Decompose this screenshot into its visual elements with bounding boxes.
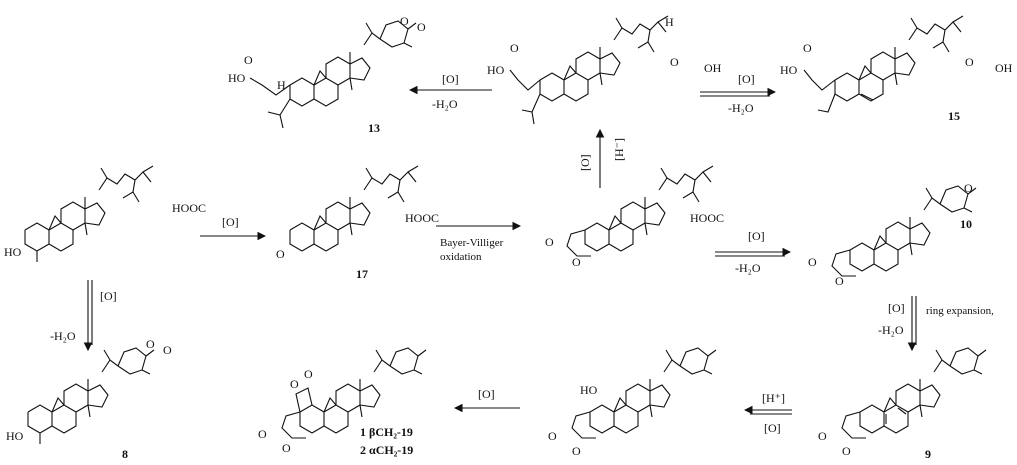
group-o-9a: O (818, 429, 827, 443)
group-o-8b: O (163, 343, 172, 357)
acid-oh-14: OH (704, 61, 722, 75)
label-ring-expansion: ring expansion, (926, 305, 994, 317)
arrow-to-15: [O] -H₂O (700, 72, 777, 115)
label-ox-12: [O] (478, 387, 495, 401)
group-o-10a: O (808, 255, 817, 269)
acid-o-14: O (510, 41, 519, 55)
group-ho-8: HO (6, 429, 24, 443)
acid-o-13: O (244, 53, 253, 67)
acid-ho-14: HO (487, 63, 505, 77)
group-o-8a: O (146, 337, 155, 351)
compound-hydroxy: HO O O (548, 347, 717, 458)
label-ox-8: [O] (100, 289, 117, 303)
arrow-to-9: [O] -H₂O ring expansion, (878, 296, 994, 352)
compound-start: HO HOOC (4, 165, 206, 262)
group-o-12b: O (282, 441, 291, 455)
label-ox-14: [O] (578, 154, 592, 171)
compound-label-2: 2 αCH₂-19 (360, 443, 413, 457)
group-ho-start: HO (4, 245, 22, 259)
arrow-to-14: [O] [H⁻] (578, 128, 626, 188)
group-o-hb: O (572, 444, 581, 458)
label-ox-17: [O] (222, 215, 239, 229)
arrow-to-1-2: [O] (453, 387, 520, 413)
label-ox-10: [O] (748, 229, 765, 243)
compound-10: O O O 10 (808, 181, 977, 288)
acid-o-14b: O (670, 55, 679, 69)
label-ox-9: [O] (888, 301, 905, 315)
compound-label-15: 15 (948, 109, 960, 123)
label-h2o-13: -H₂O (432, 97, 458, 111)
arrow-bayer-villiger: Bayer-Villiger oxidation (436, 221, 522, 263)
compound-label-13: 13 (368, 121, 380, 135)
label-ox-hydroxy: [O] (764, 421, 781, 435)
compound-8: HO O O 8 (6, 337, 172, 461)
group-o-peroxide-b: O (304, 367, 313, 381)
label-ox-15: [O] (738, 72, 755, 86)
group-o-peroxide-a: O (290, 377, 299, 391)
compound-15: HO O O OH 15 (780, 15, 1013, 123)
group-h14: H (665, 15, 674, 29)
compound-1-2: O O O O 1 βCH₂-19 2 αCH₂-19 (258, 347, 427, 457)
arrow-to-hydroxy: [H⁺] [O] (743, 391, 792, 435)
arrow-to-17: [O] (200, 215, 267, 241)
group-o-9b: O (842, 444, 851, 458)
compound-9: O O 9 (818, 347, 987, 461)
compound-label-17: 17 (356, 267, 368, 281)
group-o2: O (417, 20, 426, 34)
label-ox-13: [O] (442, 72, 459, 86)
acid-o-15b: O (965, 55, 974, 69)
group-hooc-start: HOOC (172, 201, 206, 215)
label-bayer-villiger: Bayer-Villiger (440, 237, 504, 249)
arrow-to-13: [O] -H₂O (408, 72, 492, 111)
group-h: H (277, 78, 286, 92)
group-o-10c: O (964, 181, 973, 195)
compound-13: H O O HO O 13 (228, 14, 426, 135)
arrow-to-8: [O] -H₂O (50, 280, 117, 352)
label-h2o-10: -H₂O (735, 261, 761, 275)
label-h2o-9: -H₂O (878, 323, 904, 337)
compound-17: O HOOC 17 (276, 165, 439, 281)
group-hooc-16: HOOC (690, 211, 724, 225)
compound-14: H HO O O OH (487, 15, 722, 125)
group-o-16a: O (545, 235, 554, 249)
acid-ho-15: HO (780, 63, 798, 77)
compound-label-1: 1 βCH₂-19 (360, 425, 413, 439)
compound-label-10: 10 (960, 217, 972, 231)
group-o-10b: O (835, 274, 844, 288)
compound-label-9: 9 (925, 447, 931, 461)
group-o-17: O (276, 247, 285, 261)
arrow-to-10: [O] -H₂O (715, 229, 792, 275)
compound-16: O O HOOC (545, 165, 724, 269)
group-o-12a: O (258, 427, 267, 441)
label-h2o-8: -H₂O (50, 329, 76, 343)
label-hplus: [H⁺] (762, 391, 785, 405)
acid-o-15: O (803, 41, 812, 55)
compound-label-8: 8 (122, 447, 128, 461)
acid-oh-15: OH (995, 61, 1013, 75)
group-ho-hydroxy: HO (580, 383, 598, 397)
label-hminus-14: [H⁻] (612, 138, 626, 161)
group-o-16b: O (572, 255, 581, 269)
group-o: O (400, 14, 409, 28)
group-hooc-17: HOOC (405, 211, 439, 225)
group-o-ha: O (548, 429, 557, 443)
label-h2o-15: -H₂O (728, 101, 754, 115)
acid-ho-13: HO (228, 71, 246, 85)
label-oxidation: oxidation (440, 251, 482, 263)
